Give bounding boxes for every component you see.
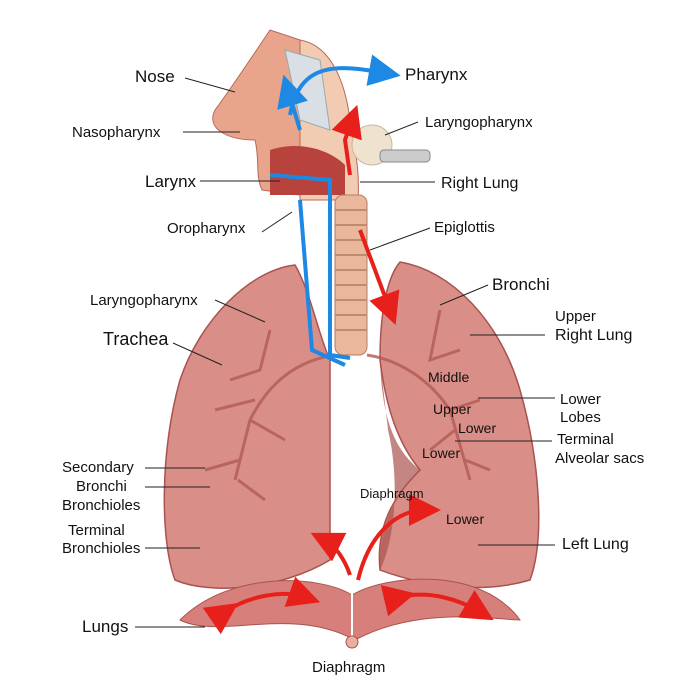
label-right-lung: Right Lung bbox=[555, 327, 632, 344]
label-secondary: Secondary bbox=[62, 459, 134, 476]
trachea-shape bbox=[334, 194, 368, 356]
label-laryngopharynx-top: Laryngopharynx bbox=[425, 114, 533, 131]
label-lower-lobes-2: Lobes bbox=[560, 409, 601, 426]
label-secondary-bronchi: Bronchi bbox=[76, 478, 127, 495]
label-diaphragm-mid: Diaphragm bbox=[360, 486, 424, 501]
label-upper-inner: Upper bbox=[433, 401, 471, 417]
label-left-lung: Left Lung bbox=[562, 536, 629, 553]
nasal-cavity bbox=[212, 29, 431, 201]
label-lower-inner-2: Lower bbox=[422, 445, 460, 461]
label-right-lung-top: Right Lung bbox=[441, 175, 518, 192]
label-upper-right: Upper bbox=[555, 308, 596, 325]
leader-lines bbox=[135, 77, 555, 628]
label-terminal: Terminal bbox=[68, 522, 125, 539]
label-larynx: Larynx bbox=[145, 172, 197, 191]
label-epiglottis: Epiglottis bbox=[434, 219, 495, 236]
label-lower-inner-3: Lower bbox=[446, 511, 484, 527]
label-lungs: Lungs bbox=[82, 617, 128, 636]
label-middle: Middle bbox=[428, 369, 469, 385]
label-oropharynx: Oropharynx bbox=[167, 220, 246, 237]
label-terminal-alveolar-2: Alveolar sacs bbox=[555, 450, 644, 467]
label-trachea: Trachea bbox=[103, 329, 169, 349]
airflow-arrows bbox=[202, 54, 494, 635]
label-diaphragm-bottom: Diaphragm bbox=[312, 659, 385, 676]
label-lower-inner-1: Lower bbox=[458, 420, 496, 436]
label-lower-lobes-1: Lower bbox=[560, 391, 601, 408]
labels: Nose Pharynx Nasopharynx Laryngopharynx … bbox=[62, 65, 644, 676]
label-nasopharynx: Nasopharynx bbox=[72, 124, 161, 141]
label-terminal-alveolar-1: Terminal bbox=[557, 431, 614, 448]
label-laryngopharynx-left: Laryngopharynx bbox=[90, 292, 198, 309]
label-bronchioles: Bronchioles bbox=[62, 497, 140, 514]
label-terminal-bronchioles: Bronchioles bbox=[62, 540, 140, 557]
bronchial-tree bbox=[204, 309, 491, 502]
label-nose: Nose bbox=[135, 67, 175, 86]
label-pharynx: Pharynx bbox=[405, 65, 468, 84]
label-bronchi: Bronchi bbox=[492, 275, 550, 294]
